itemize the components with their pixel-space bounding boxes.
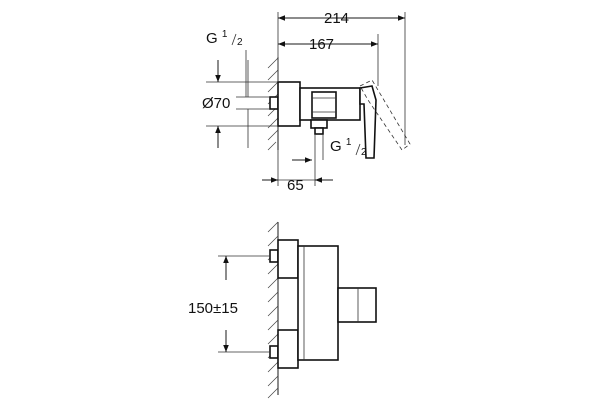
- dim-diameter-label: Ø70: [202, 95, 230, 112]
- svg-text:G 1: G 1: [330, 137, 352, 155]
- wall-hatching-front: [267, 221, 279, 399]
- svg-text:2: 2: [237, 37, 243, 48]
- lower-inlet-nipple: [269, 345, 279, 359]
- lower-escutcheon: [277, 329, 299, 369]
- dim-centers-label: 150±15: [188, 300, 238, 317]
- inlet-nipple: [269, 96, 279, 110]
- outlet-thread: [314, 127, 324, 135]
- upper-escutcheon: [277, 239, 299, 279]
- front-lever-handle: [337, 287, 377, 323]
- thread-inlet-label: G 1 2: [206, 29, 247, 97]
- outlet-nut: [310, 119, 328, 129]
- dim-handle-label: 167: [309, 36, 334, 53]
- upper-inlet-nipple: [269, 249, 279, 263]
- thread-outlet-label: G 1 2: [322, 134, 367, 160]
- front-view: 150±15: [188, 221, 377, 399]
- front-mixer-body: [297, 245, 339, 361]
- mixer-body-connector: [311, 91, 337, 119]
- svg-text:2: 2: [361, 147, 367, 158]
- escutcheon: [277, 81, 301, 127]
- lever-handle-swing: [359, 79, 411, 151]
- side-view: 214 167 G 1 2 Ø70 G 1 2: [202, 10, 411, 194]
- dim-overall-label: 214: [324, 10, 349, 27]
- svg-text:G 1: G 1: [206, 29, 228, 47]
- lever-handle: [359, 85, 377, 159]
- dim-outlet-offset-label: 65: [287, 177, 304, 194]
